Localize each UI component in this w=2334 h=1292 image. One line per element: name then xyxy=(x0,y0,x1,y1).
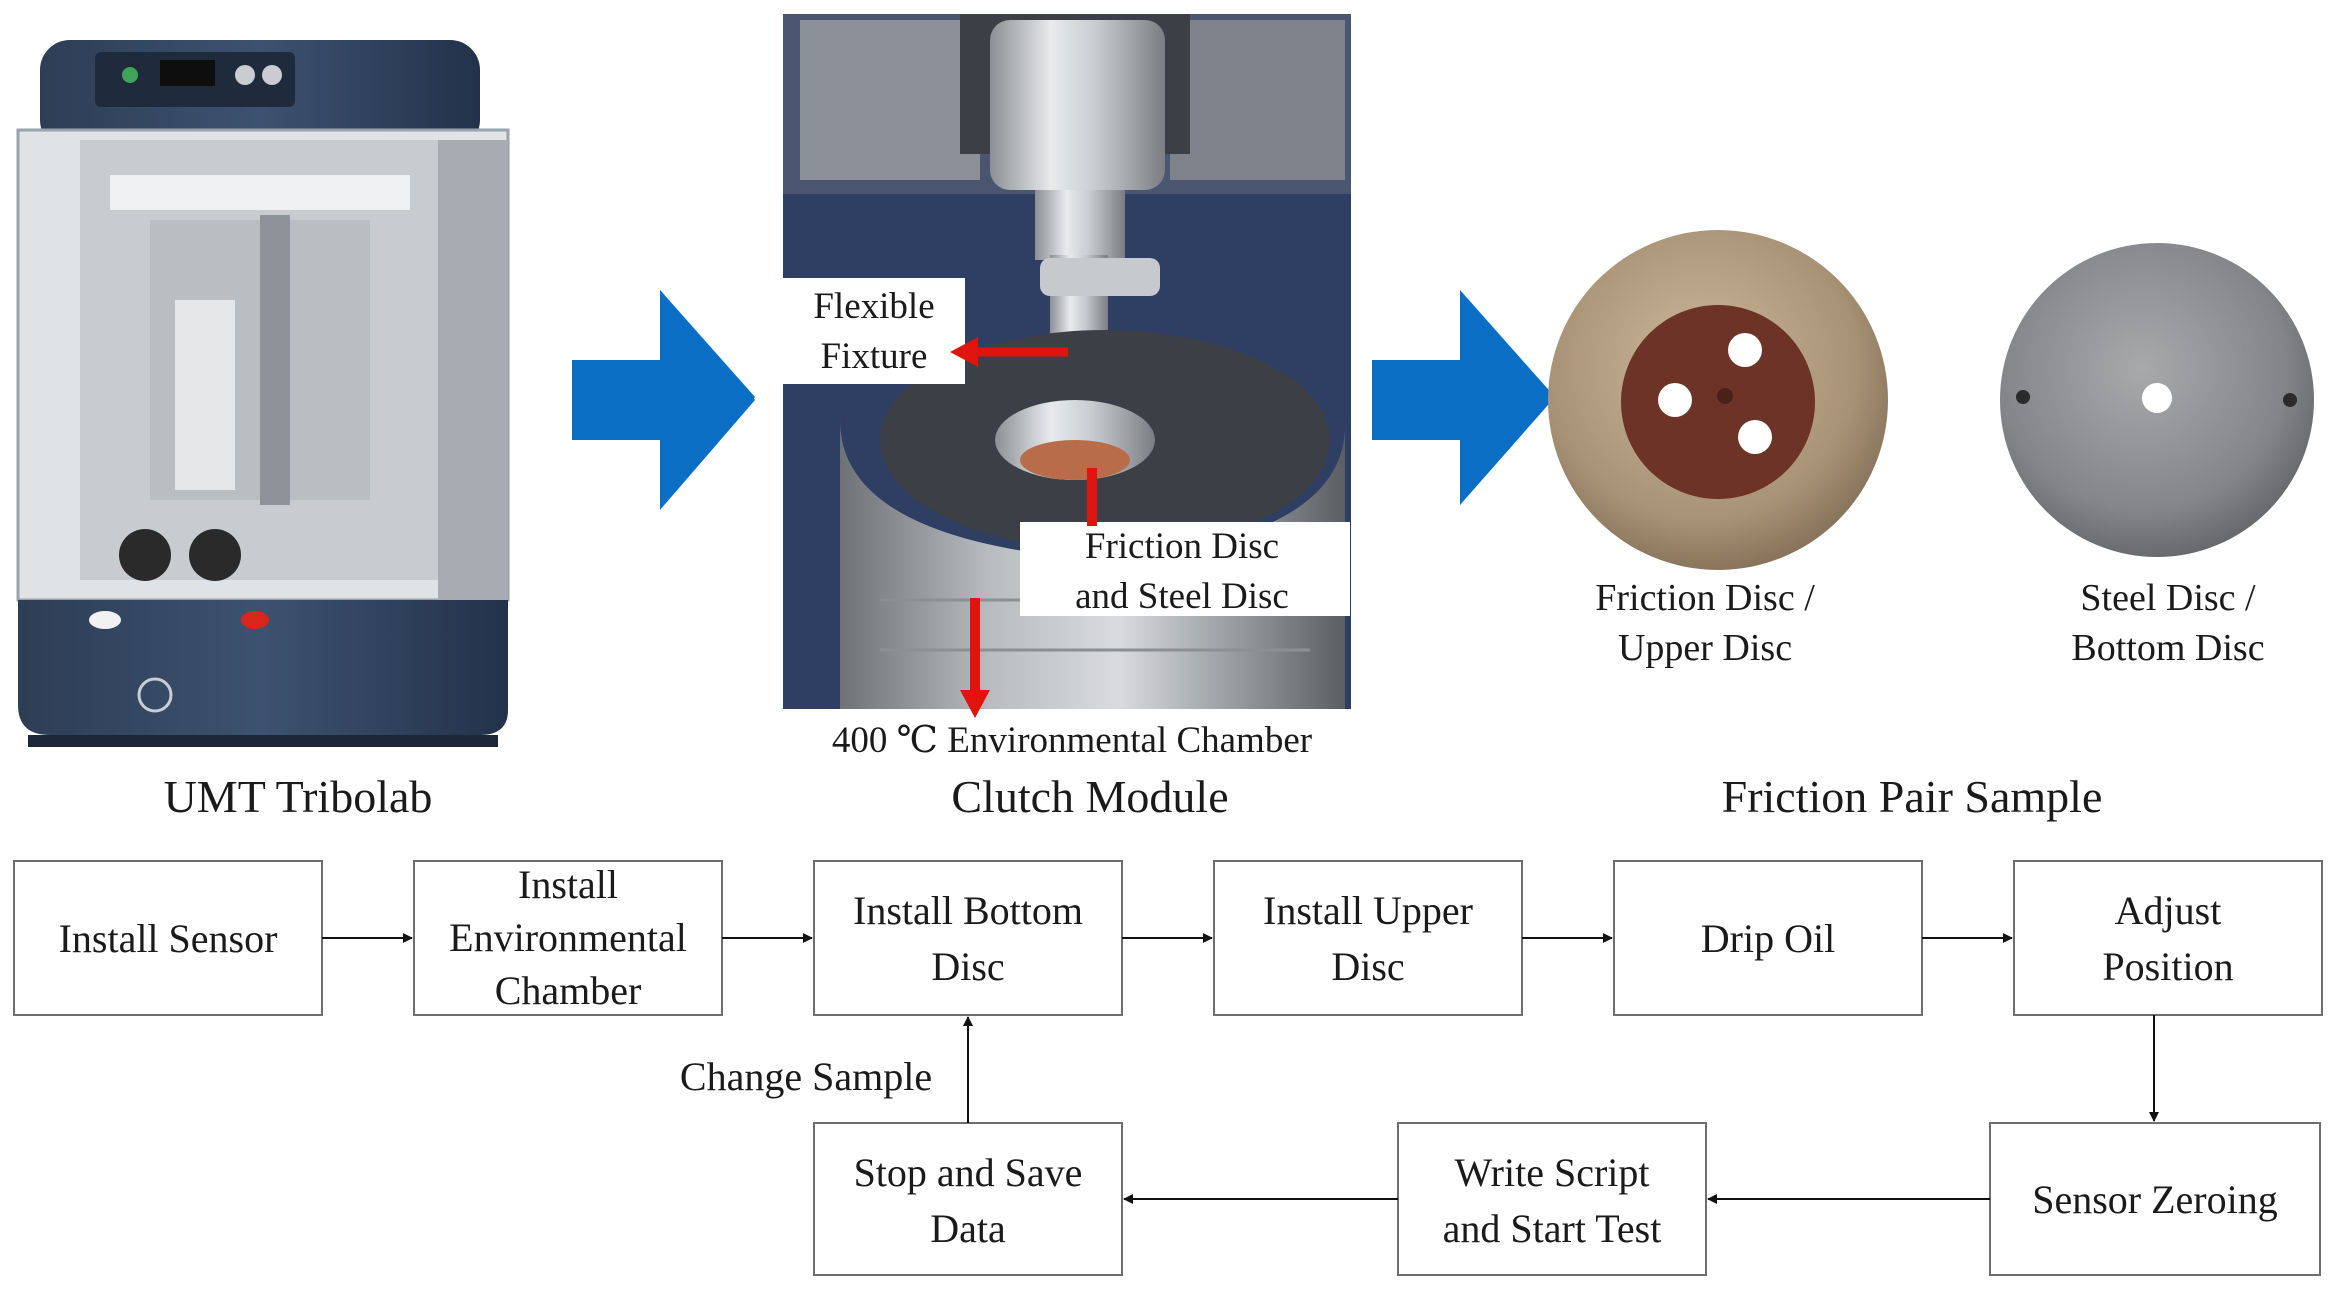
step-write-script-line1: Write Script xyxy=(1455,1150,1650,1195)
red-arrow-left-icon xyxy=(950,337,978,367)
label-friction-disc-line1: Friction Disc / xyxy=(1595,577,1815,619)
step-install-bottom-line1: Install Bottom xyxy=(853,888,1083,933)
step-stop-save-line1: Stop and Save xyxy=(854,1150,1083,1195)
step-stop-save-box xyxy=(813,1122,1123,1276)
step-adjust-position-line2: Position xyxy=(2102,944,2233,989)
flexible-fixture-callout-box xyxy=(783,278,965,384)
step-sensor-zeroing-label: Sensor Zeroing xyxy=(2032,1177,2278,1222)
caption-friction-pair-sample: Friction Pair Sample xyxy=(1722,771,2103,822)
process-arrow-1-shape xyxy=(572,290,755,505)
step-drip-oil-label: Drip Oil xyxy=(1701,916,1835,961)
loop-label-change-sample: Change Sample xyxy=(680,1054,932,1099)
step-install-chamber-line2: Environmental xyxy=(449,915,687,960)
step-stop-save-line2: Data xyxy=(930,1206,1006,1251)
step-sensor-zeroing-box xyxy=(1989,1122,2321,1276)
clutch-module-photo xyxy=(783,14,1351,718)
umt-tribolab-photo xyxy=(16,30,512,750)
step-install-bottom-line2: Disc xyxy=(931,944,1004,989)
label-steel-disc-line1: Steel Disc / xyxy=(2080,577,2256,619)
step-install-chamber-line1: Install xyxy=(518,862,618,907)
brand-logo-icon xyxy=(137,677,173,713)
callout-friction-steel-line2: and Steel Disc xyxy=(1075,576,1289,617)
label-steel-disc-line2: Bottom Disc xyxy=(2071,627,2264,669)
caption-umt-tribolab: UMT Tribolab xyxy=(164,771,433,822)
status-light-icon xyxy=(122,67,138,83)
load-sensor-cylinder xyxy=(990,20,1165,190)
step-write-script-line2: and Start Test xyxy=(1443,1206,1662,1251)
callout-flexible-fixture-line2: Fixture xyxy=(821,336,928,377)
step-adjust-position-box xyxy=(2013,860,2323,1016)
callout-environmental-chamber: 400 ℃ Environmental Chamber xyxy=(832,720,1312,761)
callout-flexible-fixture-line1: Flexible xyxy=(813,286,934,327)
step-install-sensor-box xyxy=(13,860,323,1016)
flowchart-arrows xyxy=(322,933,2159,1204)
friction-disc-photo xyxy=(1548,230,1888,570)
step-install-chamber-line3: Chamber xyxy=(495,968,642,1013)
step-drip-oil-box xyxy=(1613,860,1923,1016)
step-install-upper-line1: Install Upper xyxy=(1263,888,1473,933)
caption-clutch-module: Clutch Module xyxy=(951,771,1228,822)
step-install-sensor-label: Install Sensor xyxy=(59,916,278,961)
step-install-chamber-box xyxy=(413,860,723,1016)
label-friction-disc-line2: Upper Disc xyxy=(1618,627,1792,669)
step-write-script-box xyxy=(1397,1122,1707,1276)
flowchart xyxy=(13,860,2323,1276)
friction-steel-callout-box xyxy=(1020,522,1350,616)
process-arrow-2-icon xyxy=(1372,290,1555,505)
callout-friction-steel-line1: Friction Disc xyxy=(1085,526,1279,567)
step-install-bottom-box xyxy=(813,860,1123,1016)
step-install-upper-box xyxy=(1213,860,1523,1016)
step-install-upper-line2: Disc xyxy=(1331,944,1404,989)
steel-disc-photo xyxy=(2000,243,2314,557)
step-adjust-position-line1: Adjust xyxy=(2115,888,2222,933)
red-arrow-down-icon xyxy=(960,690,990,718)
